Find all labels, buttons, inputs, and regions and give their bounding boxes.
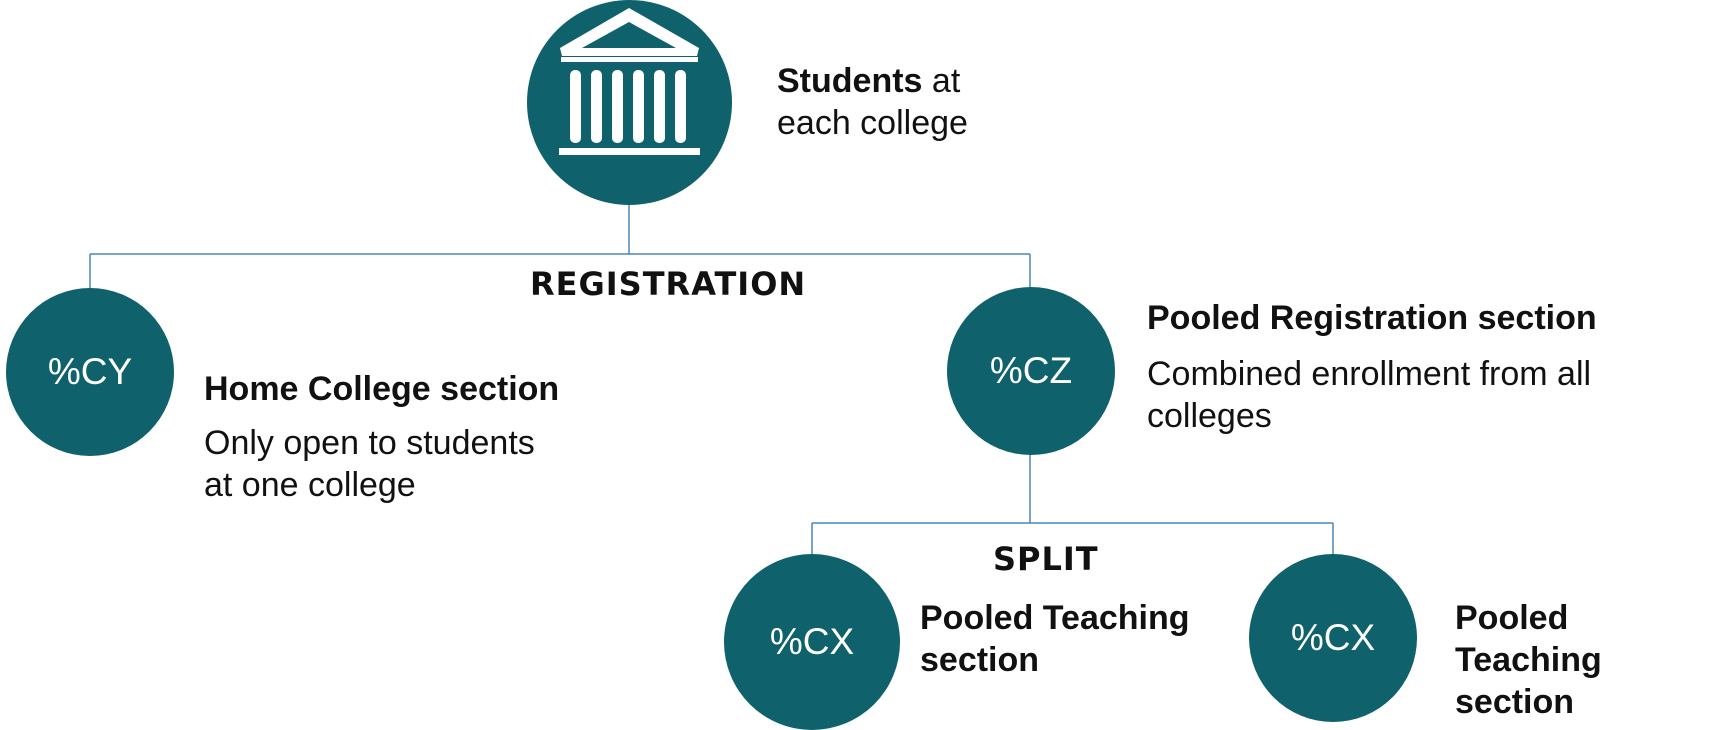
cx-right-node: %CX (1249, 554, 1417, 722)
cx-right-title-line1: Pooled Teaching (1455, 599, 1602, 679)
cy-node: %CY (6, 288, 174, 456)
cx-right-description: Pooled Teaching section (1455, 597, 1723, 723)
root-line2: each college (777, 104, 968, 142)
cy-code: %CY (47, 351, 133, 392)
cx-right-title-line2: section (1455, 683, 1575, 721)
root-label: Students at each college (777, 60, 968, 144)
cz-description: Pooled Registration section Combined enr… (1147, 297, 1597, 437)
cx-left-node: %CX (724, 554, 900, 730)
cx-left-code: %CX (769, 621, 855, 662)
cz-node: %CZ (947, 287, 1115, 455)
cz-code: %CZ (989, 350, 1073, 391)
cy-description: Home College section Only open to studen… (204, 368, 559, 506)
institution-icon (559, 8, 700, 155)
cx-left-description: Pooled Teaching section (920, 597, 1190, 681)
split-label: SPLIT (993, 540, 1099, 578)
cy-title: Home College section (204, 370, 560, 408)
registration-label: REGISTRATION (530, 265, 807, 303)
cx-right-code: %CX (1290, 617, 1376, 658)
cz-desc-line2: colleges (1147, 397, 1272, 435)
root-title: Students (777, 62, 923, 100)
root-suffix: at (931, 62, 961, 100)
cz-desc-line1: Combined enrollment from all (1147, 355, 1592, 393)
cy-desc-line2: at one college (204, 466, 416, 504)
cy-desc-line1: Only open to students (204, 424, 535, 462)
cz-title: Pooled Registration section (1147, 299, 1597, 337)
cx-left-title-line1: Pooled Teaching (920, 599, 1190, 637)
cx-left-title-line2: section (920, 641, 1040, 679)
root-node (527, 0, 732, 205)
